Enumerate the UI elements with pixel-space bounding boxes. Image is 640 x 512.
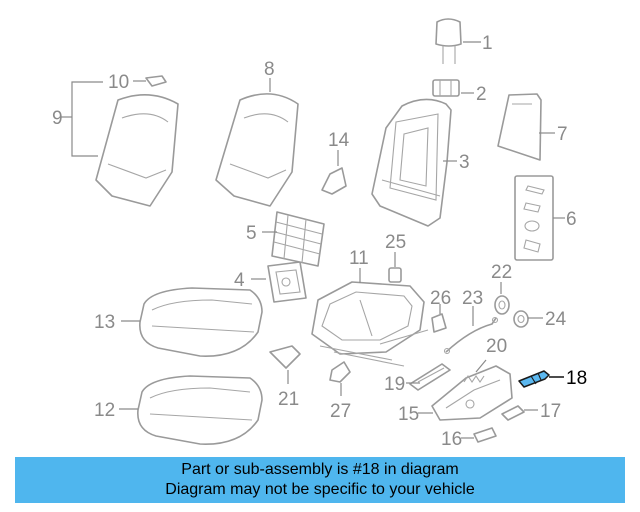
callout-23: 23 [462, 288, 483, 309]
callout-21: 21 [278, 389, 299, 410]
part-27-cover[interactable] [329, 361, 351, 383]
part-13-cushion-pad[interactable] [139, 287, 263, 357]
callout-10: 10 [108, 72, 129, 93]
callout-13: 13 [94, 312, 115, 333]
callout-5: 5 [246, 223, 257, 244]
part-2-guide[interactable] [432, 79, 460, 97]
part-23-cable[interactable] [443, 316, 499, 355]
part-20-spring[interactable] [463, 375, 485, 383]
part-19-recliner-bracket[interactable] [409, 363, 451, 391]
callout-1: 1 [482, 33, 493, 54]
part-14-pad-bracket[interactable] [321, 167, 347, 195]
callout-24: 24 [545, 309, 567, 330]
part-25-switch[interactable] [388, 267, 402, 283]
part-11-seat-frame[interactable] [311, 281, 429, 367]
callout-8: 8 [264, 59, 275, 80]
callout-7: 7 [557, 124, 568, 145]
callout-11: 11 [349, 248, 369, 269]
part-3-seatback-frame[interactable] [371, 98, 452, 227]
info-banner: Part or sub-assembly is #18 in diagram D… [15, 457, 625, 503]
callout-20: 20 [486, 336, 507, 357]
callout-19: 19 [384, 374, 405, 395]
part-15-side-shield[interactable] [431, 365, 513, 421]
banner-line-1: Part or sub-assembly is #18 in diagram [181, 461, 459, 478]
part-6-fastener-kit[interactable] [514, 175, 554, 261]
callout-17: 17 [540, 401, 561, 422]
callout-15: 15 [398, 404, 419, 425]
callout-12: 12 [94, 400, 115, 421]
part-1-headrest[interactable] [435, 18, 462, 64]
part-16-trim-cap[interactable] [473, 427, 497, 443]
callout-27: 27 [330, 401, 351, 422]
banner-line-2: Diagram may not be specific to your vehi… [165, 481, 475, 498]
part-5-spring-mat[interactable] [271, 211, 325, 267]
part-4-lumbar-bracket[interactable] [267, 261, 307, 303]
part-26-bracket[interactable] [431, 313, 447, 333]
part-9-seatback-cover[interactable] [95, 94, 179, 207]
callout-6: 6 [566, 209, 577, 230]
part-18-highlighted[interactable] [518, 370, 550, 388]
part-10-clip[interactable] [145, 75, 167, 87]
leader-9-bracket [71, 81, 103, 157]
part-24-cap[interactable] [513, 310, 529, 328]
callout-14: 14 [328, 130, 350, 151]
callout-16: 16 [441, 429, 462, 450]
part-21-bracket[interactable] [269, 345, 301, 369]
part-12-cushion-cover[interactable] [137, 375, 263, 445]
seat-parts-diagram: 1 2 3 4 5 6 [52, 18, 587, 450]
callout-3: 3 [459, 152, 470, 173]
callout-4: 4 [234, 270, 245, 291]
part-7-back-panel[interactable] [497, 93, 542, 161]
callout-25: 25 [385, 232, 406, 253]
part-22-grommet[interactable] [494, 295, 510, 315]
callout-26: 26 [430, 288, 451, 309]
callout-9: 9 [52, 108, 63, 129]
callout-22: 22 [491, 262, 512, 283]
leader-20 [475, 359, 487, 373]
part-17-knob[interactable] [501, 405, 525, 421]
part-8-seatback-pad[interactable] [215, 93, 299, 207]
callout-2: 2 [476, 84, 487, 105]
callout-18: 18 [566, 368, 587, 389]
